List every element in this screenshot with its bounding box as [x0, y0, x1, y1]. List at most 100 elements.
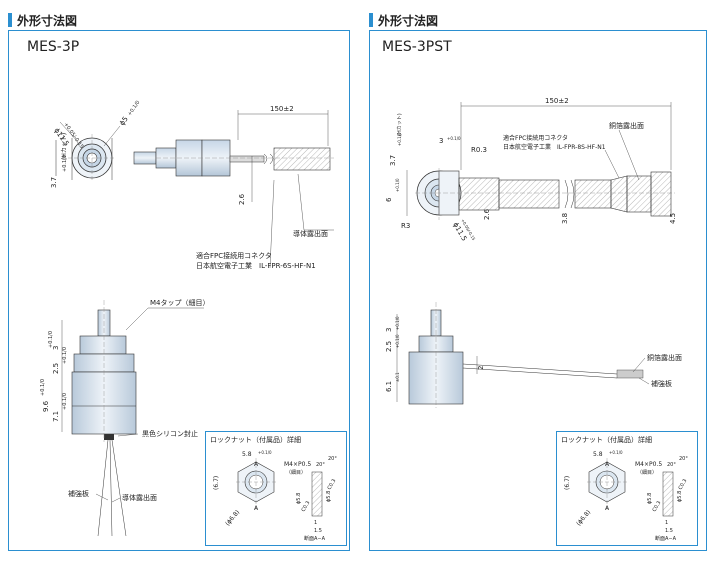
- locknut-d58b: ϕ5.8: [677, 491, 683, 502]
- dim-v3: 3: [385, 328, 393, 332]
- dim-9-6: 9.6: [42, 400, 50, 412]
- dim-v6-1-tol: ±0.1: [395, 372, 400, 382]
- dim-3-tol: +0.1/0: [48, 331, 54, 348]
- locknut-fine: （細目）: [637, 469, 657, 476]
- locknut-width: 5.8: [593, 451, 603, 458]
- left-model-name: MES-3P: [27, 39, 80, 55]
- dim-2-6: 2.6: [238, 193, 246, 205]
- callout-exposed-surface-2: 導体露出面: [122, 493, 157, 502]
- dim-small-dia-tol: +0.1/0: [127, 100, 142, 117]
- locknut-c03b: C0.3: [327, 478, 338, 491]
- locknut-section: 断面A−A: [304, 535, 326, 542]
- dim-3-7-tol: +0.1/0: [397, 132, 402, 146]
- callout-fpc-connector: 適合FPC接続用コネクタ: [503, 134, 568, 142]
- callout-exposed-surface: 導体露出面: [293, 229, 328, 238]
- hcut-label: (Hカット): [61, 133, 68, 160]
- dim-2-5-tol: +0.1/0: [62, 347, 68, 364]
- dim-v6-1: 6.1: [385, 381, 393, 392]
- callout-foil-2: 銅箔露出面: [647, 353, 682, 362]
- bottom-view: [71, 300, 137, 537]
- locknut-d68: (ϕ6.8): [224, 509, 241, 527]
- locknut-d67: (6.7): [213, 476, 220, 490]
- dim-r3: R3: [401, 222, 410, 230]
- right-top-view: [415, 168, 675, 220]
- right-model-name: MES-3PST: [382, 39, 452, 55]
- locknut-angle: 20°: [316, 462, 325, 468]
- callout-reinforce: 補強板: [651, 379, 672, 388]
- locknut-a-top: A: [605, 461, 610, 468]
- dim-3-7: 3.7: [50, 177, 58, 188]
- locknut-m4: M4×P0.5: [635, 461, 662, 468]
- locknut-a-bottom: A: [605, 505, 610, 512]
- locknut-width-tol: +0.1/0: [609, 450, 623, 455]
- locknut-c03: C0.3: [301, 500, 312, 513]
- header-accent-bar: [369, 13, 373, 27]
- left-drawing: 3.7 +0.1/0 (Hカット) ϕ11.5 +0.05/-0.15 ϕ5 +…: [40, 100, 334, 537]
- locknut-d15: 1.5: [314, 528, 322, 534]
- dim-3-tol: +0.1/0: [447, 136, 461, 141]
- dim-3-8: 3.8: [561, 213, 569, 224]
- dim-2-5: 2.5: [52, 363, 60, 374]
- right-locknut-drawing: 5.8 +0.1/0 A A (6.7) (ϕ6.8) M4×P0.5 （細目）…: [564, 450, 689, 542]
- dim-v2-5: 2.5: [385, 341, 393, 352]
- callout-foil: 銅箔露出面: [609, 121, 644, 130]
- locknut-fine: （細目）: [286, 469, 306, 476]
- locknut-width-tol: +0.1/0: [258, 450, 272, 455]
- dim-v3-tol: +0.1/0: [395, 316, 400, 330]
- locknut-angle-2: 20°: [328, 456, 337, 462]
- header-accent-bar: [8, 13, 12, 27]
- dim-7-1: 7.1: [52, 411, 60, 422]
- locknut-d1: 1: [665, 520, 668, 526]
- dim-3-7: 3.7: [389, 155, 397, 166]
- left-locknut-drawing: 5.8 +0.1/0 A A (6.7) (ϕ6.8) M4×P0.5 （細目）…: [213, 450, 338, 542]
- dim-7-1-tol: +0.1/0: [62, 393, 68, 410]
- locknut-a-top: A: [254, 461, 259, 468]
- callout-fpc-connector: 適合FPC接続用コネクタ: [196, 251, 272, 260]
- locknut-d58: ϕ5.8: [296, 493, 302, 504]
- dim-4-5: 4.5: [669, 213, 677, 224]
- dim-v2-5-tol: +0.1/0: [395, 334, 400, 348]
- right-locknut-inset: [556, 431, 698, 546]
- locknut-angle: 20°: [667, 462, 676, 468]
- callout-silicone: 黒色シリコン封止: [142, 429, 198, 438]
- front-view: [68, 134, 116, 182]
- callout-reinforce: 補強板: [68, 489, 89, 498]
- left-locknut-inset: [205, 431, 347, 546]
- locknut-a-bottom: A: [254, 505, 259, 512]
- left-header-title: 外形寸法図: [17, 13, 78, 28]
- left-section-header: 外形寸法図: [8, 12, 77, 28]
- dim-length: 150±2: [545, 97, 569, 105]
- side-view: [133, 139, 334, 177]
- callout-fpc-model: 日本航空電子工業 IL-FPR-8S-HF-N1: [503, 143, 606, 151]
- dim-3: 3: [439, 137, 443, 145]
- right-side-view: [408, 302, 644, 408]
- left-locknut-title: ロックナット（付属品）詳細: [210, 436, 301, 444]
- dim-6: 6: [385, 197, 393, 202]
- right-drawing: 150±2 3 +0.1/0 R0.3 3.7 +0.1/0 (Hカット) 6 …: [385, 97, 682, 408]
- right-locknut-title: ロックナット（付属品）詳細: [561, 436, 652, 444]
- locknut-width: 5.8: [242, 451, 252, 458]
- dim-r03: R0.3: [471, 146, 487, 154]
- dim-6-tol: +0.1/0: [395, 178, 400, 192]
- locknut-angle-2: 20°: [679, 456, 688, 462]
- locknut-c03b: C0.3: [678, 478, 689, 491]
- locknut-d68: (ϕ6.8): [575, 509, 592, 527]
- locknut-d67: (6.7): [564, 476, 571, 490]
- locknut-d1: 1: [314, 520, 317, 526]
- dim-9-6-tol: +0.1/0: [40, 379, 46, 396]
- locknut-d58: ϕ5.8: [647, 493, 653, 504]
- right-section-header: 外形寸法図: [369, 12, 438, 28]
- hcut-label: (Hカット): [397, 113, 403, 136]
- right-header-title: 外形寸法図: [378, 13, 439, 28]
- dim-3-7-tol: +0.1/0: [62, 155, 68, 172]
- locknut-m4: M4×P0.5: [284, 461, 311, 468]
- dim-2-6: 2.6: [483, 208, 491, 220]
- dim-v2: 2: [477, 366, 485, 370]
- dim-3: 3: [52, 346, 60, 350]
- locknut-section: 断面A−A: [655, 535, 677, 542]
- locknut-c03: C0.3: [652, 500, 663, 513]
- callout-fpc-model: 日本航空電子工業 IL-FPR-6S-HF-N1: [196, 261, 316, 270]
- dim-small-dia: ϕ5: [118, 115, 130, 127]
- dim-length: 150±2: [270, 105, 294, 113]
- callout-m4-tap: M4タップ（細目）: [150, 298, 210, 307]
